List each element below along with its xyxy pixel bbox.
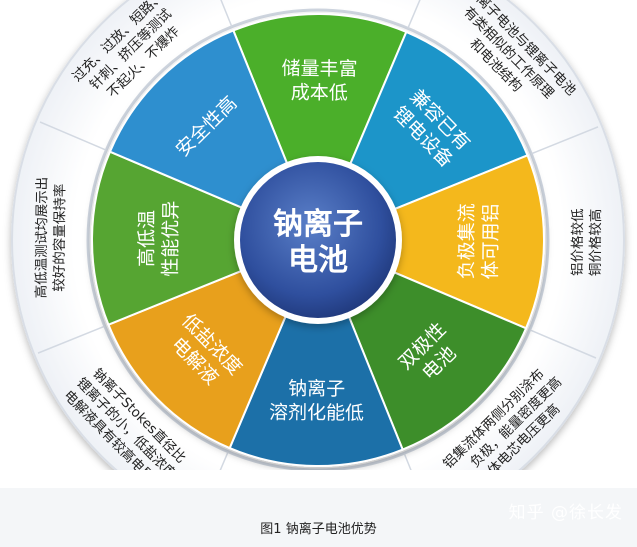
ring-spoke	[37, 325, 106, 354]
center-label: 电池	[288, 243, 348, 278]
annotation-lowtemp: 较好的容量保持率	[51, 184, 69, 292]
ring-spoke	[530, 126, 599, 155]
center-hub	[240, 162, 396, 318]
ring-spoke	[529, 329, 597, 359]
segment-label-solvation: 钠离子	[288, 378, 345, 400]
segment-label-solvation: 溶剂化能低	[269, 402, 364, 425]
segment-label-storage: 成本低	[291, 82, 348, 104]
annotation-collector: 铜价格较高	[587, 209, 605, 277]
segment-label-lowtemp: 高低温	[136, 210, 158, 267]
ring-spoke	[407, 0, 421, 29]
diagram-canvas: 储量丰富成本低钠元素地壳丰度排第6资源分布均匀成本低廉兼容已有锂电设备钠离子电池…	[11, 0, 625, 547]
annotation-collector: 铝价格较低	[570, 208, 587, 276]
watermark: 知乎 @徐长发	[508, 503, 623, 523]
caption-bar: 知乎 @徐长发 图1 钠离子电池优势	[0, 488, 637, 547]
annotation-lowtemp: 高低温测试均展示出	[32, 177, 50, 299]
figure-caption: 图1 钠离子电池优势	[260, 522, 377, 537]
segment-label-collector: 体可用铝	[480, 203, 503, 279]
ring-spoke	[220, 0, 233, 28]
center-label: 钠离子	[273, 207, 363, 242]
segment-label-collector: 负极集流	[456, 203, 479, 279]
segment-label-lowtemp: 性能优异	[160, 201, 183, 277]
segment-label-storage: 储量丰富	[281, 58, 357, 81]
ring-spoke	[39, 121, 107, 151]
advantage-wheel: 储量丰富成本低钠元素地壳丰度排第6资源分布均匀成本低廉兼容已有锂电设备钠离子电池…	[11, 0, 625, 547]
